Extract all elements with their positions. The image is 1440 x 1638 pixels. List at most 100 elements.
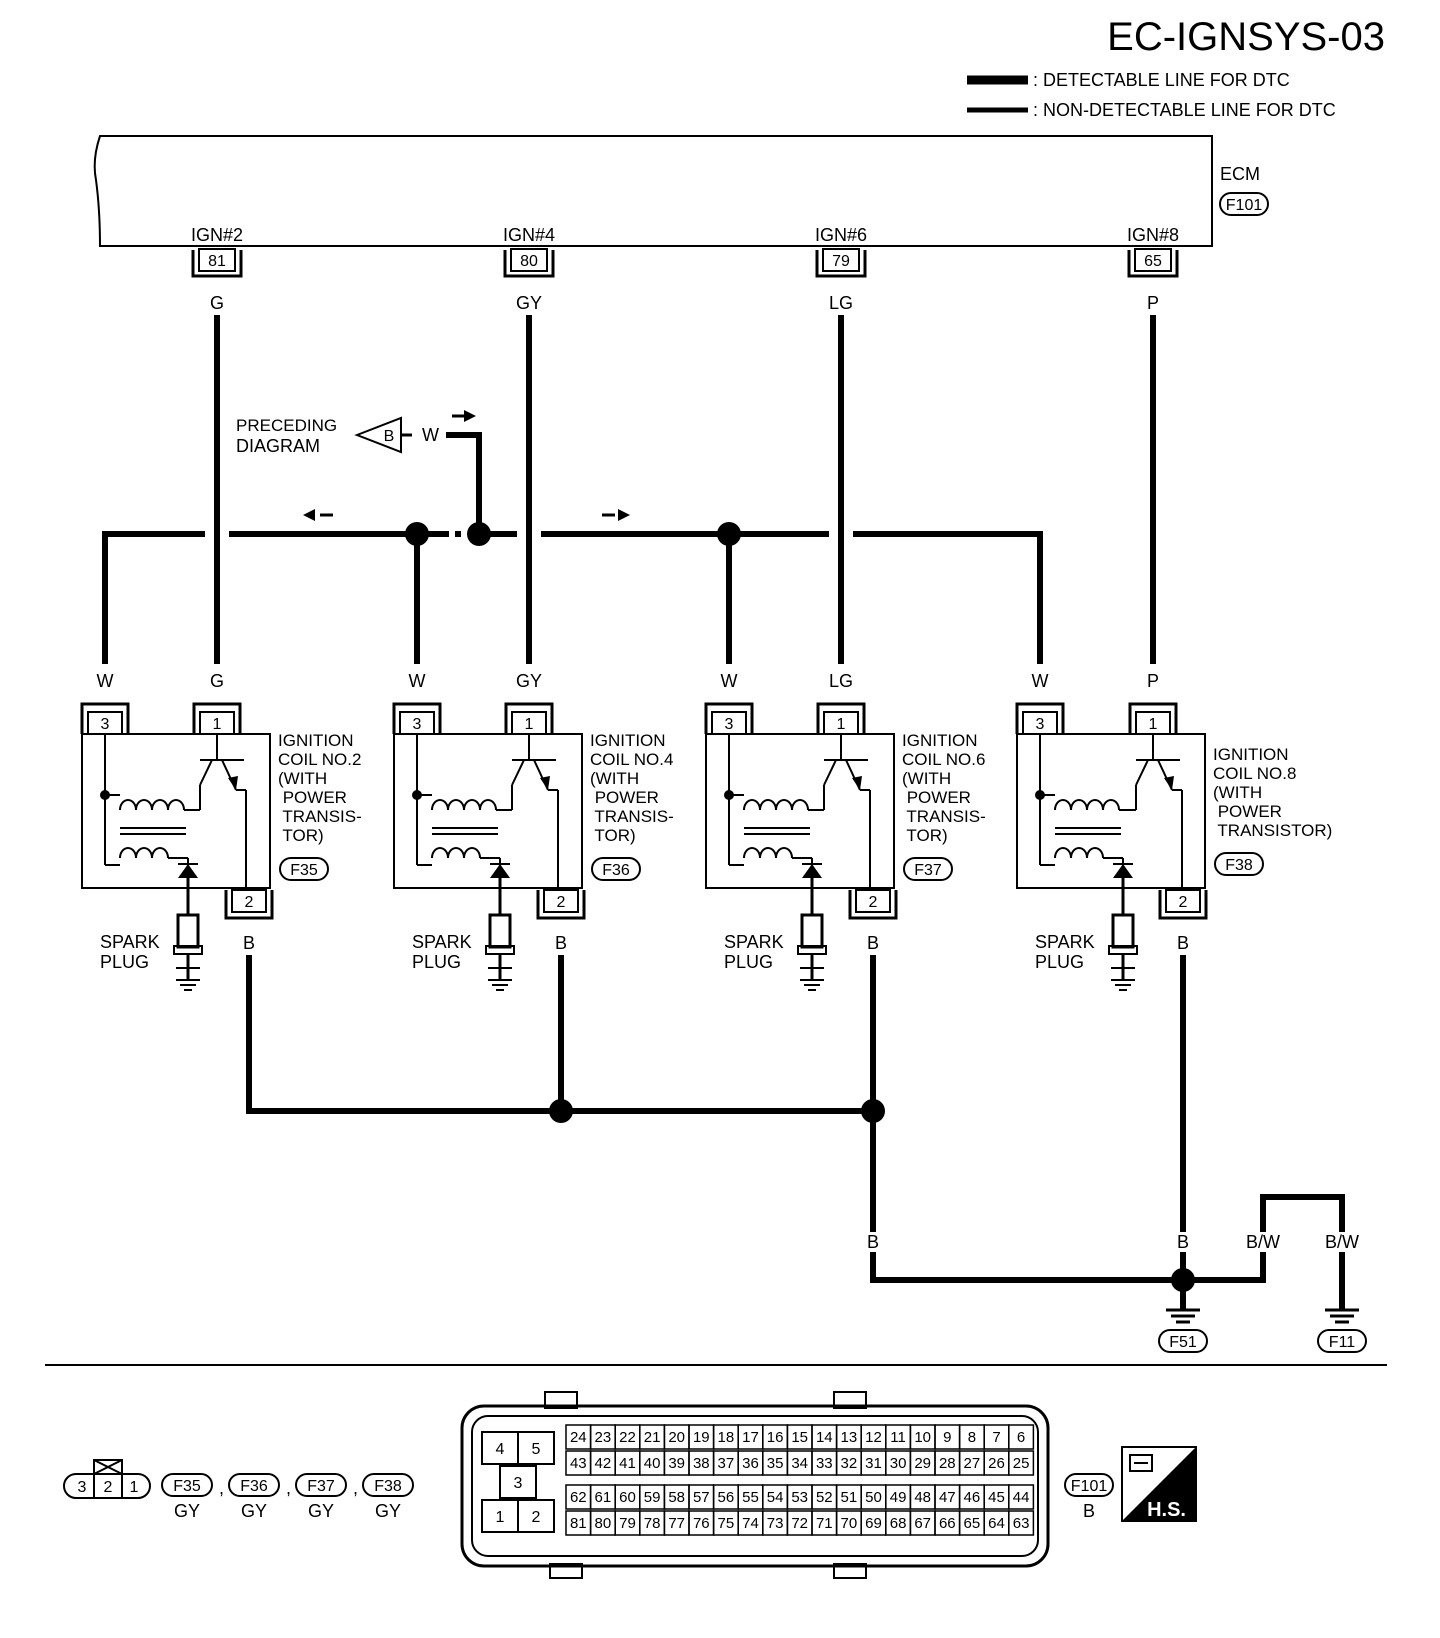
ground-wire-label-b1: B xyxy=(867,1232,879,1252)
separator-comma: , xyxy=(286,1478,291,1498)
coil-desc-5: TRANSISTOR) xyxy=(1213,821,1332,840)
coil-connector-badge xyxy=(903,857,953,881)
coil-desc-3: (WITH xyxy=(902,769,951,788)
wire-color-label: LG xyxy=(829,293,853,313)
pin-number: 47 xyxy=(939,1489,956,1506)
coil-pin-2: 2 xyxy=(557,894,566,911)
preceding-w-wire xyxy=(446,432,482,534)
legend-non-detectable-text: : NON-DETECTABLE LINE FOR DTC xyxy=(1033,100,1336,120)
hs-label: H.S. xyxy=(1147,1499,1186,1521)
small-ref-f38-color: GY xyxy=(375,1501,401,1521)
coil-signal-wire-label: G xyxy=(210,671,224,691)
pin-cell xyxy=(1008,1450,1035,1476)
spark-plug-label-1: SPARK xyxy=(1035,932,1095,952)
wire-color-label: G xyxy=(210,293,224,313)
pin-cell xyxy=(1008,1484,1035,1510)
ecm-label: ECM xyxy=(1220,164,1260,184)
ground-f11-badge xyxy=(1317,1329,1367,1353)
pin-number: 15 xyxy=(791,1429,808,1446)
coil-desc-1: IGNITION xyxy=(278,731,354,750)
coil-pin-3: 3 xyxy=(101,716,110,733)
pin-cell xyxy=(1008,1424,1035,1450)
spark-plug-label-1: SPARK xyxy=(100,932,160,952)
pin-number: 45 xyxy=(988,1489,1005,1506)
pin-number: 32 xyxy=(841,1455,858,1472)
pin-number: 17 xyxy=(742,1429,759,1446)
pin-number: 36 xyxy=(742,1455,759,1472)
pin-number: 24 xyxy=(570,1429,587,1446)
spark-plug-label-2: PLUG xyxy=(724,952,773,972)
ground-wire-label-bw2: B/W xyxy=(1325,1232,1359,1252)
ecm-terminal-pin: 80 xyxy=(520,253,538,270)
pin-number: 46 xyxy=(964,1489,981,1506)
coil-desc-4: POWER xyxy=(1213,802,1282,821)
pin-number: 76 xyxy=(693,1515,710,1532)
pin-number: 20 xyxy=(668,1429,685,1446)
spark-plug-label-1: SPARK xyxy=(724,932,784,952)
small-ref-f37-color: GY xyxy=(308,1501,334,1521)
ecm-connector-badge xyxy=(1219,192,1269,216)
coil-desc-5: TRANSIS- xyxy=(902,807,986,826)
small-ref-f35: F35 xyxy=(173,1478,201,1495)
ground-wire-label-b2: B xyxy=(1177,1232,1189,1252)
coil-gnd-wire-label: B xyxy=(1177,933,1189,953)
pin-number: 27 xyxy=(964,1455,981,1472)
small-pin-2: 2 xyxy=(104,1479,113,1496)
spark-plug-icon xyxy=(800,913,824,949)
pin-number: 78 xyxy=(644,1515,661,1532)
coil-desc-6: TOR) xyxy=(590,826,636,845)
coil-connector-badge xyxy=(279,857,329,881)
ground-f51-label: F51 xyxy=(1169,1334,1197,1351)
pin-number: 39 xyxy=(668,1455,685,1472)
big-pin-2: 2 xyxy=(532,1509,541,1526)
hs-icon: H.S. xyxy=(1121,1446,1197,1522)
pin-number: 9 xyxy=(943,1429,951,1446)
coil-connector-id: F36 xyxy=(602,862,630,879)
pin-number: 73 xyxy=(767,1515,784,1532)
pin-number: 69 xyxy=(865,1515,882,1532)
small-ref-f36: F36 xyxy=(240,1478,268,1495)
pin-number: 42 xyxy=(595,1455,612,1472)
coil-w-wire-label: W xyxy=(1032,671,1049,691)
spark-plug-label-1: SPARK xyxy=(412,932,472,952)
pin-number: 11 xyxy=(890,1429,906,1446)
ground-wire-label-bw1: B/W xyxy=(1246,1232,1280,1252)
page-title: EC-IGNSYS-03 xyxy=(1107,15,1385,59)
coil-w-wire-label: W xyxy=(97,671,114,691)
ecm-terminal-pin: 65 xyxy=(1144,253,1162,270)
coil-desc-2: COIL NO.8 xyxy=(1213,764,1296,783)
big-pin-1: 1 xyxy=(496,1509,505,1526)
small-ref-f35-color: GY xyxy=(174,1501,200,1521)
coil-desc-2: COIL NO.4 xyxy=(590,750,673,769)
big-connector-color: B xyxy=(1083,1501,1095,1521)
coil-gnd-wire-label: B xyxy=(243,933,255,953)
coil-desc-4: POWER xyxy=(902,788,971,807)
pin-number: 53 xyxy=(791,1489,808,1506)
pin-number: 44 xyxy=(1013,1489,1030,1506)
coil-desc-1: IGNITION xyxy=(902,731,978,750)
spark-plug-label-2: PLUG xyxy=(100,952,149,972)
coil-desc-4: POWER xyxy=(590,788,659,807)
coil-signal-wire-label: P xyxy=(1147,671,1159,691)
coil-desc-2: COIL NO.6 xyxy=(902,750,985,769)
ecm-terminal-signal: IGN#2 xyxy=(191,225,243,245)
spark-plug-icon xyxy=(488,913,512,949)
small-pin-1: 1 xyxy=(130,1479,139,1496)
pin-number: 56 xyxy=(718,1489,735,1506)
preceding-ref: B xyxy=(384,428,395,445)
coil-desc-2: COIL NO.2 xyxy=(278,750,361,769)
ecm-terminal-signal: IGN#8 xyxy=(1127,225,1179,245)
coil-signal-wire-label: LG xyxy=(829,671,853,691)
pin-number: 57 xyxy=(693,1489,710,1506)
big-connector-ref: F101 xyxy=(1071,1478,1108,1495)
ignition-coil-no6: W LG 3 1 2 xyxy=(704,671,986,991)
pin-number: 28 xyxy=(939,1455,956,1472)
pin-number: 71 xyxy=(816,1515,833,1532)
coil-pin-1: 1 xyxy=(213,716,222,733)
coil-desc-4: POWER xyxy=(278,788,347,807)
ecm-terminal-ign6: IGN#6 79 LG xyxy=(815,225,867,313)
ecm-terminal-ign4: IGN#4 80 GY xyxy=(503,225,555,313)
coil-desc-6: TOR) xyxy=(278,826,324,845)
coil-desc-3: (WITH xyxy=(1213,783,1262,802)
